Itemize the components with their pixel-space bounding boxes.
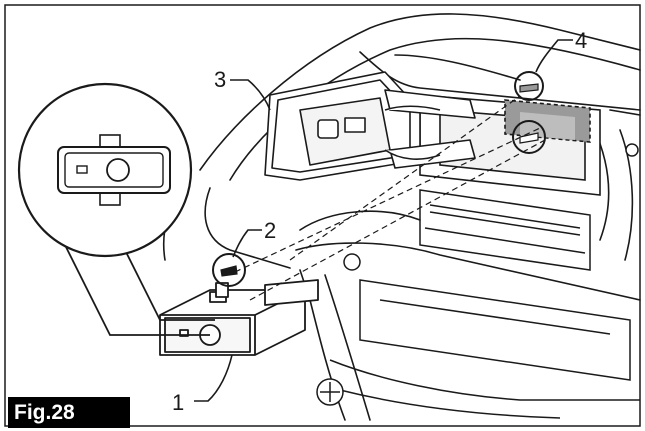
bracket-part-3 xyxy=(264,71,476,181)
callout-4: 4 xyxy=(575,28,587,53)
detail-circles xyxy=(212,71,546,287)
panel-fasteners xyxy=(316,143,639,406)
figure-frame xyxy=(4,4,641,427)
figure-label: Fig.28 xyxy=(8,397,130,428)
callout-2: 2 xyxy=(264,218,276,243)
callout-3: 3 xyxy=(214,67,226,92)
magnified-connector-detail xyxy=(17,82,215,336)
callout-1: 1 xyxy=(172,390,184,415)
sensor-module-part-1 xyxy=(159,279,319,356)
dashboard-panel xyxy=(329,189,640,419)
insertion-guide-lines xyxy=(234,95,546,301)
callout-leaders xyxy=(194,39,573,402)
detail-clip-marks xyxy=(220,83,539,277)
